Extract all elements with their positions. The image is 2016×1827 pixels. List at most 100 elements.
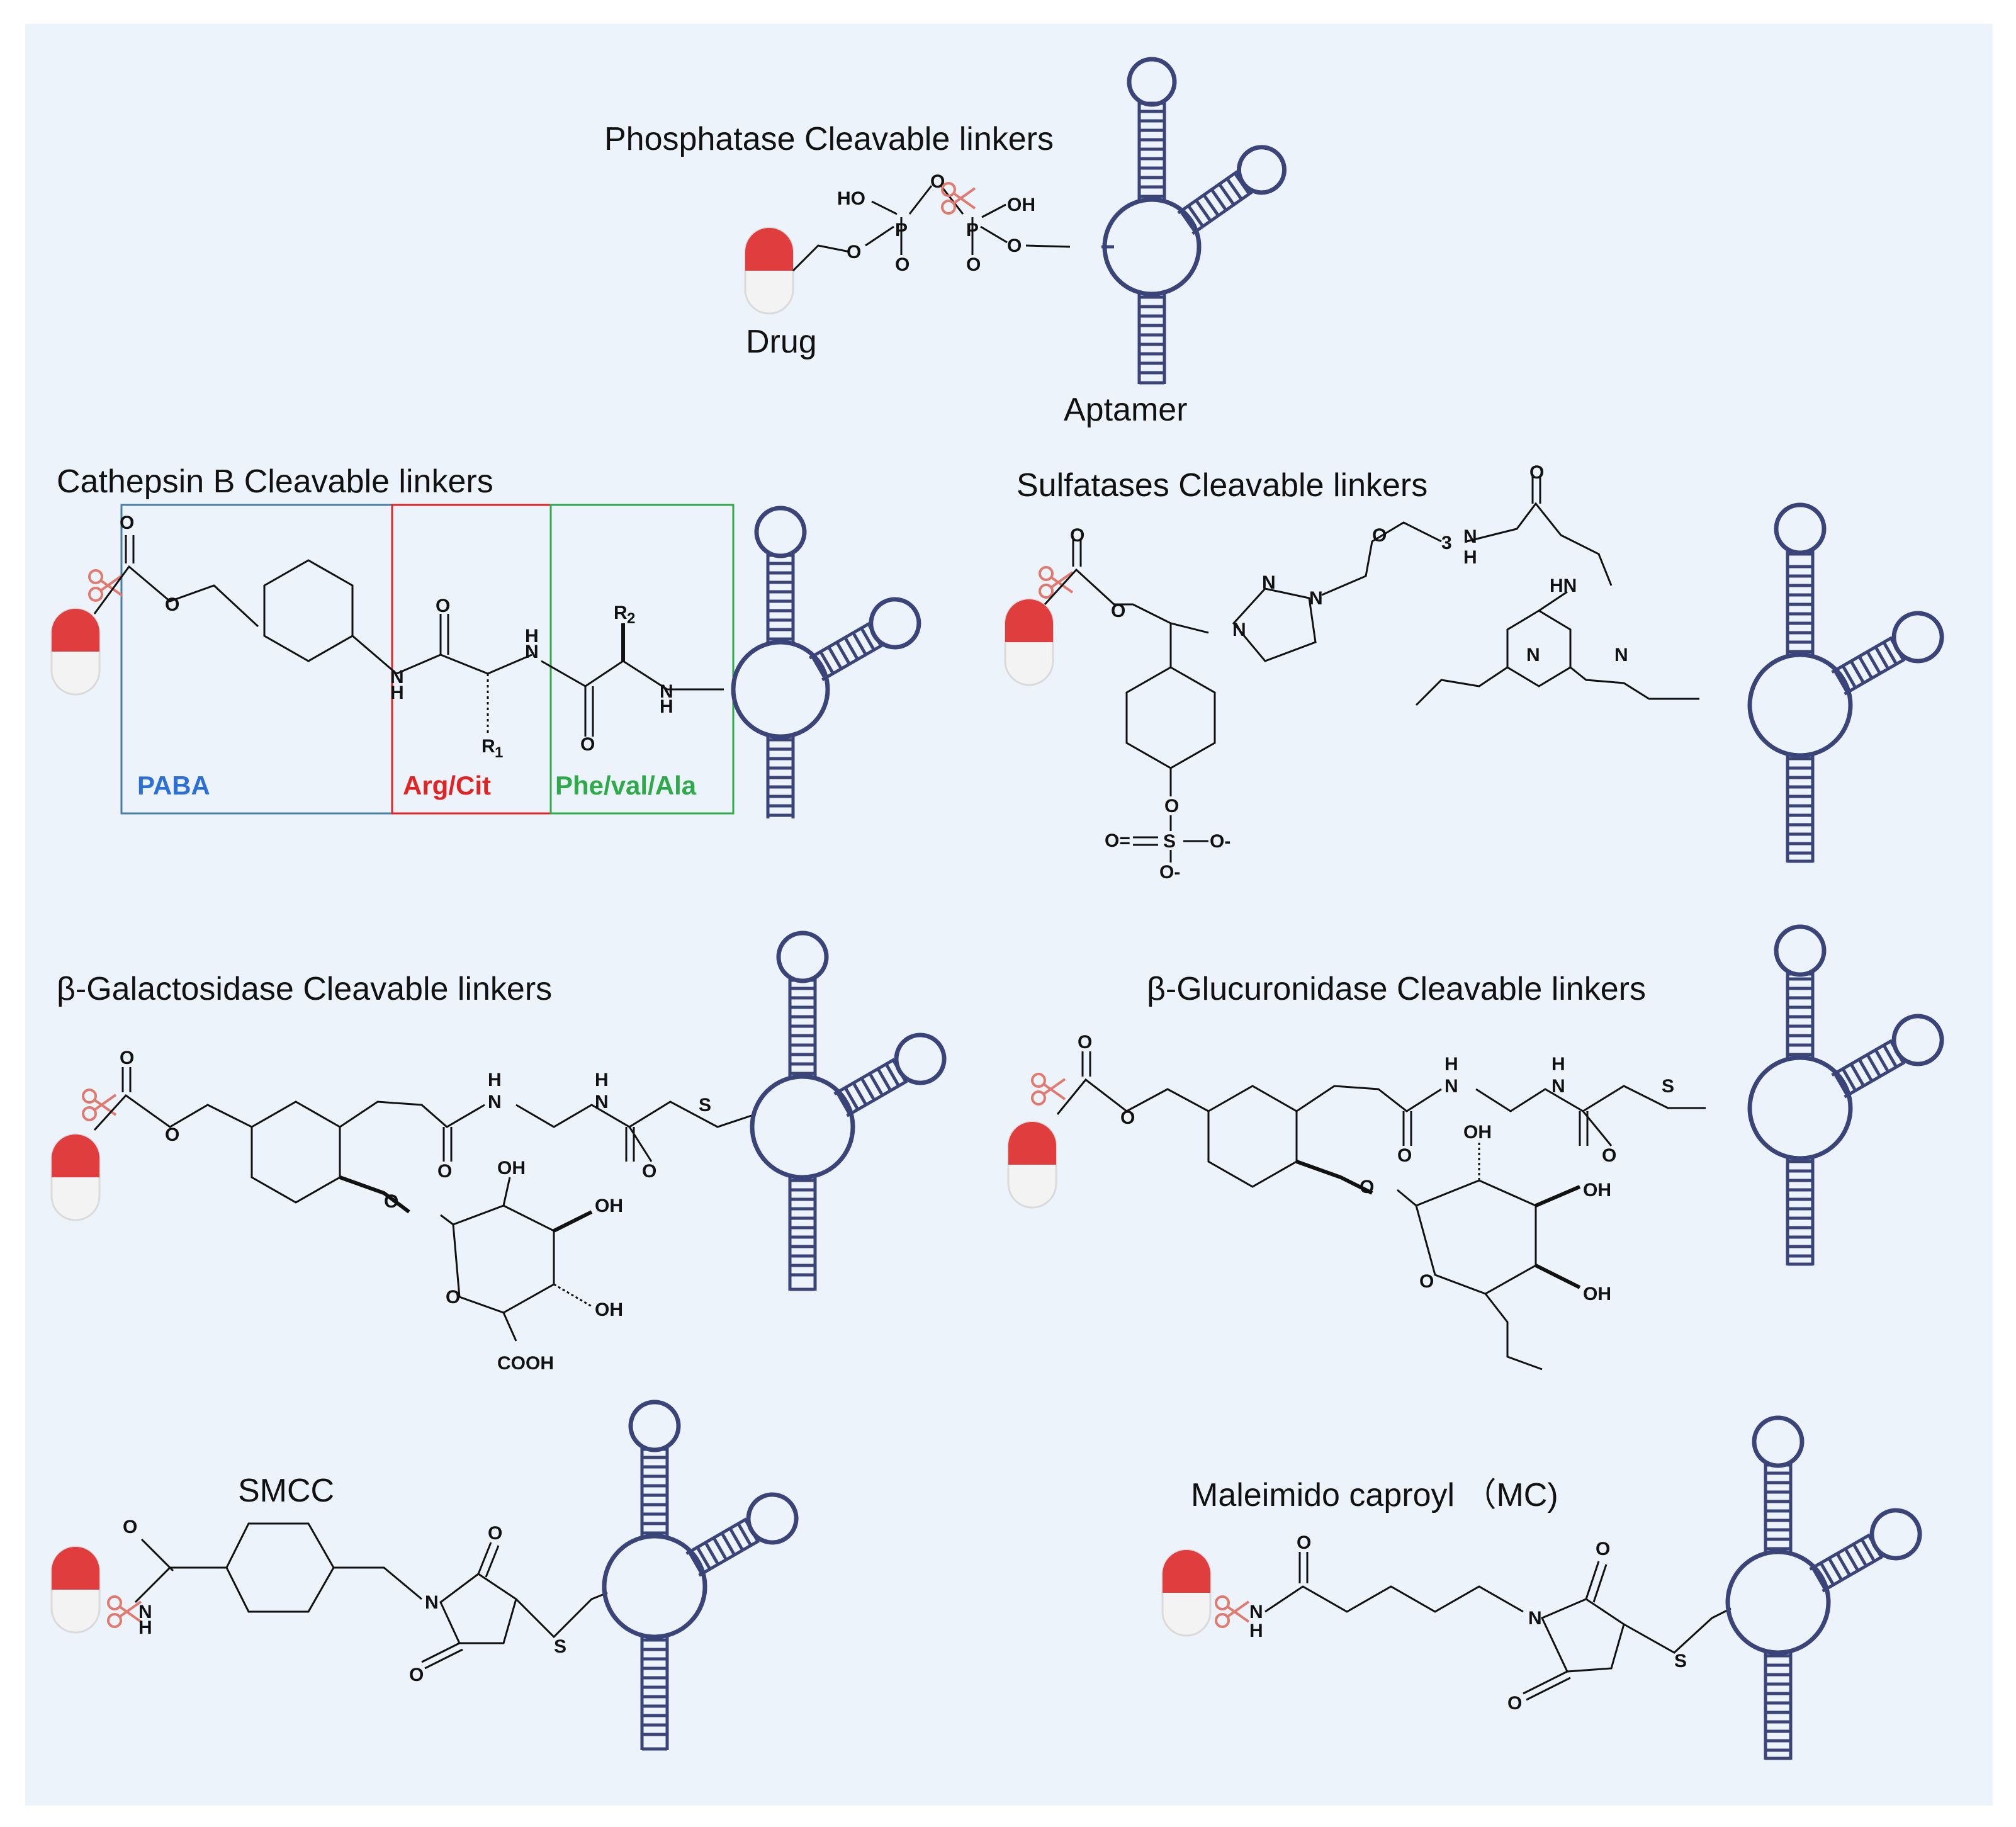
phosphate-linker bbox=[792, 185, 1071, 272]
atom-r1-sub: 1 bbox=[495, 744, 503, 761]
diagram-background bbox=[25, 24, 1993, 1806]
atom-n: N bbox=[1528, 1608, 1542, 1629]
atom-p: P bbox=[895, 220, 908, 240]
panel-phosphatase: Phosphatase Cleavable linkers Drug O P O… bbox=[604, 57, 1287, 428]
sulfatase-skeleton bbox=[1044, 475, 1699, 863]
atom-p: P bbox=[966, 220, 979, 240]
drug-capsule-icon bbox=[50, 608, 101, 696]
atom-h: H bbox=[138, 1617, 152, 1638]
aptamer-icon bbox=[750, 930, 947, 1291]
sulfatase-title: Sulfatases Cleavable linkers bbox=[1016, 467, 1428, 504]
atom-cooh: COOH bbox=[497, 1353, 554, 1374]
mc-title: Maleimido caproyl （MC) bbox=[1191, 1477, 1558, 1513]
smcc-title: SMCC bbox=[238, 1473, 334, 1509]
atom-o: O bbox=[930, 171, 945, 192]
atom-r1: R bbox=[481, 736, 495, 757]
scissors-icon bbox=[1031, 1073, 1066, 1106]
atom-o-minus: O- bbox=[1210, 831, 1230, 852]
atom-n: N bbox=[1262, 572, 1276, 593]
atom-o: O bbox=[1529, 462, 1544, 483]
atom-r2: R bbox=[614, 602, 628, 623]
glucuronidase-title: β-Glucuronidase Cleavable linkers bbox=[1147, 971, 1646, 1007]
atom-o: O bbox=[1596, 1539, 1610, 1559]
atom-h: H bbox=[488, 1070, 502, 1090]
drug-capsule-icon bbox=[50, 1546, 101, 1634]
atom-s: S bbox=[554, 1636, 566, 1657]
atom-n: N bbox=[488, 1092, 502, 1112]
atom-o: O bbox=[1070, 525, 1084, 546]
atom-o: O bbox=[1111, 601, 1125, 621]
cathepsin-skeleton bbox=[93, 535, 724, 737]
drug-label: Drug bbox=[746, 324, 817, 360]
aptamer-icon bbox=[1101, 57, 1287, 385]
atom-h: H bbox=[1444, 1054, 1458, 1075]
paba-label: PABA bbox=[137, 771, 210, 800]
atom-h: H bbox=[1249, 1621, 1263, 1641]
atom-o: O bbox=[1507, 1693, 1522, 1714]
atom-n: N bbox=[660, 681, 673, 702]
argcit-label: Arg/Cit bbox=[403, 771, 491, 800]
drug-capsule-icon bbox=[1007, 1121, 1057, 1209]
atom-oh: OH bbox=[595, 1196, 623, 1216]
drug-capsule-icon bbox=[1161, 1549, 1212, 1637]
panel-sulfatase: Sulfatases Cleavable linkers bbox=[1004, 462, 1944, 883]
mc-skeleton bbox=[1264, 1552, 1732, 1701]
atom-o: O bbox=[1397, 1145, 1412, 1166]
phosphatase-title: Phosphatase Cleavable linkers bbox=[604, 121, 1054, 157]
atom-ho: HO bbox=[837, 188, 865, 209]
atom-s: S bbox=[699, 1095, 711, 1116]
atom-o: O bbox=[1164, 796, 1179, 817]
atom-hn: HN bbox=[1550, 575, 1577, 596]
atom-oh: OH bbox=[595, 1299, 623, 1320]
pheval-box bbox=[549, 504, 735, 815]
atom-o: O bbox=[966, 254, 981, 275]
atom-n: N bbox=[425, 1592, 439, 1613]
aptamer-label: Aptamer bbox=[1064, 392, 1188, 428]
atom-o-minus: O- bbox=[1159, 862, 1180, 883]
atom-o: O bbox=[165, 594, 179, 615]
smcc-skeleton bbox=[134, 1522, 608, 1670]
panel-mc: Maleimido caproyl （MC) O N H N O O S bbox=[1161, 1415, 1922, 1760]
panel-smcc: SMCC O N H N O O S bbox=[50, 1400, 799, 1751]
atom-oh: OH bbox=[1463, 1122, 1492, 1143]
atom-h: H bbox=[595, 1070, 609, 1090]
panel-galactosidase: β-Galactosidase Cleavable linkers bbox=[50, 930, 947, 1374]
atom-o: O bbox=[847, 242, 861, 263]
atom-s: S bbox=[1674, 1651, 1687, 1671]
atom-o: O bbox=[1007, 235, 1022, 256]
atom-o: O bbox=[1297, 1532, 1311, 1553]
atom-n: N bbox=[1551, 1076, 1565, 1097]
atom-o: O bbox=[165, 1124, 179, 1145]
atom-o: O bbox=[120, 512, 134, 533]
atom-n: N bbox=[138, 1602, 152, 1622]
atom-o: O bbox=[436, 596, 450, 616]
atom-sub3: 3 bbox=[1441, 533, 1452, 553]
panel-glucuronidase: β-Glucuronidase Cleavable linkers bbox=[1007, 924, 1944, 1371]
atom-o: O bbox=[895, 254, 909, 275]
galactosidase-title: β-Galactosidase Cleavable linkers bbox=[57, 971, 552, 1007]
atom-n: N bbox=[1614, 645, 1628, 665]
atom-o: O bbox=[384, 1191, 398, 1212]
atom-o: O bbox=[580, 734, 595, 755]
aptamer-icon bbox=[1747, 924, 1944, 1266]
atom-o-eq: O= bbox=[1105, 830, 1130, 851]
galactosidase-skeleton bbox=[93, 1067, 756, 1342]
atom-h: H bbox=[1551, 1054, 1565, 1075]
atom-n: N bbox=[525, 642, 539, 662]
atom-s: S bbox=[1662, 1076, 1674, 1097]
atom-n: N bbox=[1526, 645, 1540, 665]
atom-o: O bbox=[1602, 1145, 1616, 1166]
scissors-icon bbox=[88, 569, 123, 602]
atom-o: O bbox=[409, 1665, 424, 1685]
atom-h: H bbox=[1463, 547, 1477, 568]
glucuronidase-skeleton bbox=[1056, 1051, 1706, 1371]
atom-n: N bbox=[1309, 588, 1323, 609]
atom-oh: OH bbox=[1583, 1284, 1611, 1304]
scissors-icon bbox=[107, 1595, 142, 1628]
atom-n: N bbox=[1463, 526, 1477, 547]
atom-o: O bbox=[437, 1161, 452, 1182]
atom-o: O bbox=[120, 1048, 134, 1068]
atom-h: H bbox=[390, 682, 404, 703]
atom-oh: OH bbox=[1007, 195, 1035, 215]
